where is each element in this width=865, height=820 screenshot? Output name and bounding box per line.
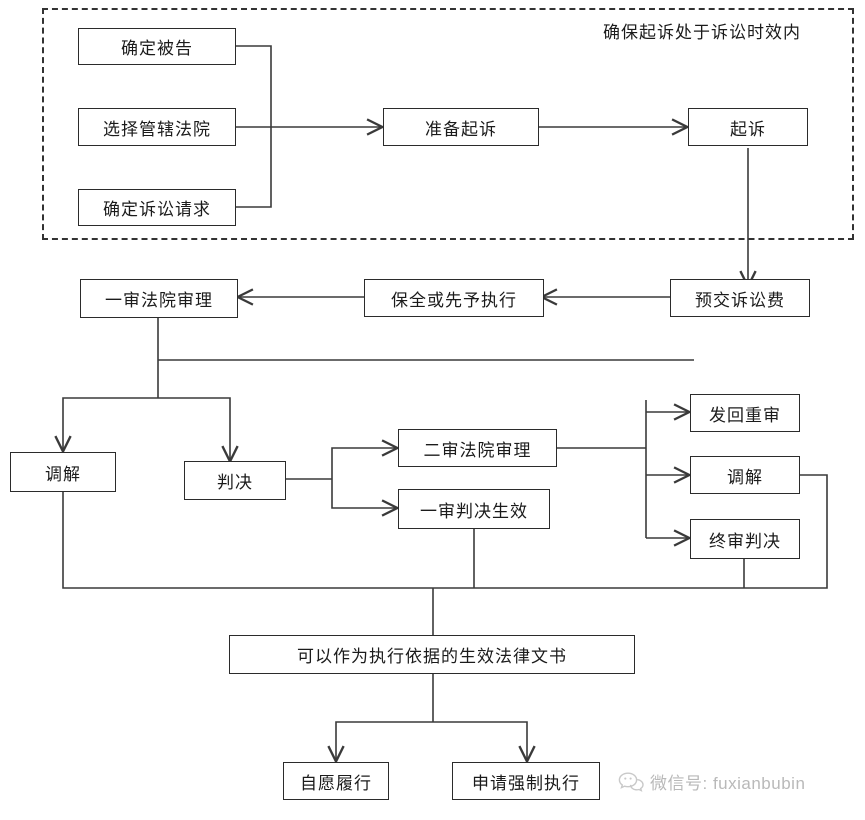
deadline-annotation: 确保起诉处于诉讼时效内 [603,23,801,42]
node-label: 调解 [727,467,763,487]
node-prepay-fees[interactable]: 预交诉讼费 [670,279,810,317]
node-label: 预交诉讼费 [695,290,785,310]
node-preservation-or-advance-execution[interactable]: 保全或先予执行 [364,279,544,317]
node-enforceable-legal-document[interactable]: 可以作为执行依据的生效法律文书 [229,635,635,674]
node-label: 终审判决 [709,531,781,551]
node-judgment[interactable]: 判决 [184,461,286,500]
watermark: 微信号: fuxianbubin [618,769,805,794]
node-remand-for-retrial[interactable]: 发回重审 [690,394,800,432]
node-second-instance-trial[interactable]: 二审法院审理 [398,429,557,467]
node-mediation-first-instance[interactable]: 调解 [10,452,116,492]
node-identify-defendant[interactable]: 确定被告 [78,28,236,65]
node-first-instance-trial[interactable]: 一审法院审理 [80,279,238,318]
node-apply-compulsory-enforcement[interactable]: 申请强制执行 [452,762,600,800]
node-label: 选择管辖法院 [103,119,211,139]
node-file-lawsuit[interactable]: 起诉 [688,108,808,146]
node-first-instance-judgment-effective[interactable]: 一审判决生效 [398,489,550,529]
prefiling-group-boundary [42,8,854,240]
node-label: 保全或先予执行 [391,290,517,310]
node-mediation-second-instance[interactable]: 调解 [690,456,800,494]
node-choose-court[interactable]: 选择管辖法院 [78,108,236,146]
node-label: 自愿履行 [300,773,372,793]
node-label: 二审法院审理 [423,440,532,460]
node-label: 发回重审 [709,405,781,425]
node-label: 准备起诉 [425,119,497,139]
node-label: 申请强制执行 [472,773,580,793]
node-label: 一审判决生效 [420,501,528,521]
node-label: 起诉 [730,119,766,139]
watermark-text: 微信号: fuxianbubin [650,774,806,793]
node-label: 确定被告 [121,39,193,58]
node-prepare-lawsuit[interactable]: 准备起诉 [383,108,539,146]
node-label: 一审法院审理 [105,291,213,310]
node-final-judgment[interactable]: 终审判决 [690,519,800,559]
node-voluntary-performance[interactable]: 自愿履行 [283,762,389,800]
wechat-icon [618,771,644,792]
node-label: 调解 [45,464,81,484]
node-label: 确定诉讼请求 [103,200,211,219]
node-label: 可以作为执行依据的生效法律文书 [297,647,567,666]
node-define-claims[interactable]: 确定诉讼请求 [78,189,236,226]
node-label: 判决 [217,473,253,492]
